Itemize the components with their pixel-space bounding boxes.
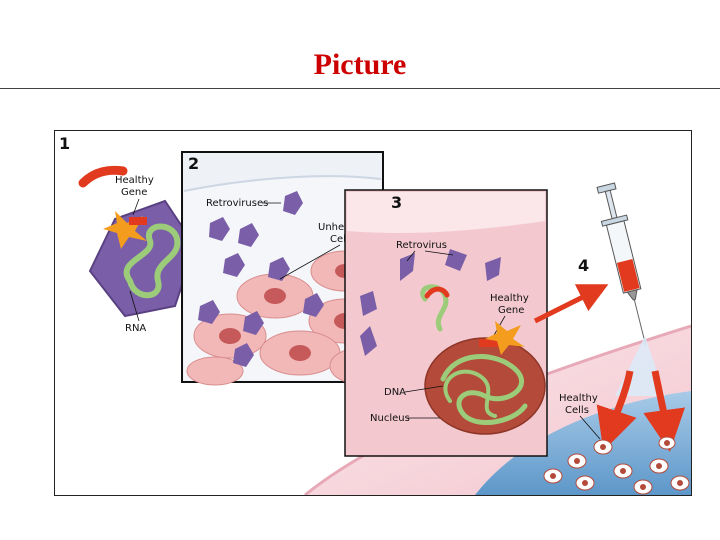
label-healthy-gene-3a: Healthy bbox=[490, 293, 529, 304]
label-healthy-gene-1a: Healthy bbox=[115, 175, 154, 186]
label-healthy-gene-3b: Gene bbox=[498, 305, 524, 316]
label-retroviruses: Retroviruses bbox=[206, 198, 268, 209]
step-4-number: 4 bbox=[578, 256, 589, 275]
label-nucleus: Nucleus bbox=[370, 413, 410, 424]
step-2-number: 2 bbox=[188, 154, 199, 173]
gene-insert-marker-1 bbox=[129, 217, 147, 225]
gene-therapy-figure: 1 Healthy Gene RNA bbox=[54, 130, 692, 496]
label-rna: RNA bbox=[125, 323, 146, 334]
step-3-number: 3 bbox=[391, 193, 402, 212]
label-healthy-cells-a: Healthy bbox=[559, 393, 598, 404]
step-1-number: 1 bbox=[59, 134, 70, 153]
label-dna: DNA bbox=[384, 387, 406, 398]
slide-title: Picture bbox=[0, 48, 720, 82]
title-divider bbox=[0, 88, 720, 89]
syringe bbox=[593, 182, 658, 348]
label-healthy-gene-1b: Gene bbox=[121, 187, 147, 198]
label-healthy-cells-b: Cells bbox=[565, 405, 589, 416]
label-retrovirus: Retrovirus bbox=[396, 240, 447, 251]
